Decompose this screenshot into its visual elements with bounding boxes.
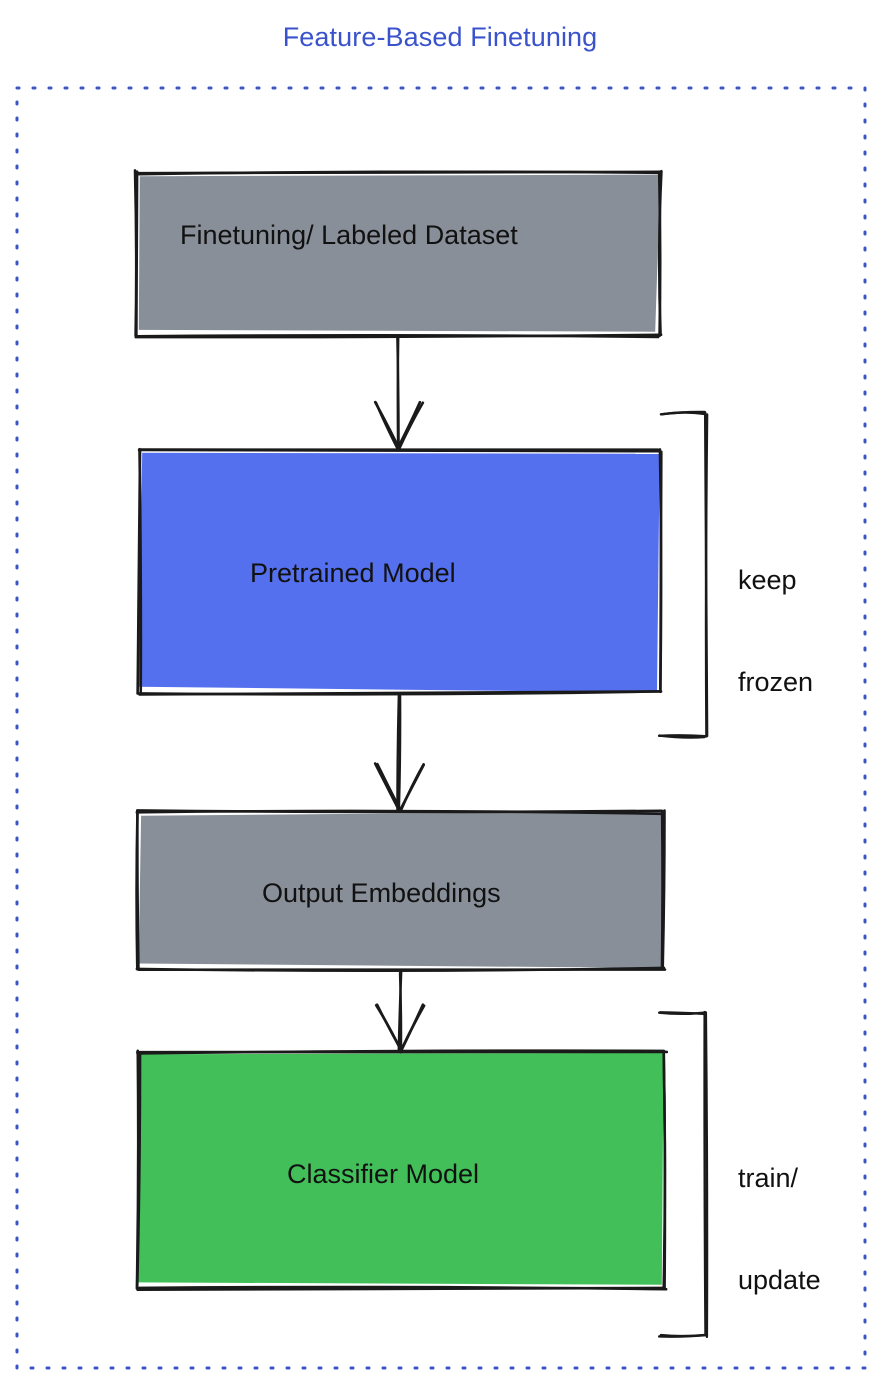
- arrow-dataset-to-pretrained-head-right: [396, 400, 422, 449]
- node-dataset[interactable]: [133, 169, 663, 339]
- node-edge-dataset: [135, 170, 139, 337]
- annotation-train-update-line1: train/: [738, 1163, 799, 1193]
- annotation-train-update-line2: update: [738, 1265, 821, 1295]
- node-edge-pretrained: [138, 690, 663, 696]
- node-edge-classifier: [137, 1285, 668, 1291]
- arrow-pretrained-to-embeddings: [373, 694, 425, 813]
- node-fill-classifier: [137, 1052, 664, 1285]
- arrow-pretrained-to-embeddings-head-right: [399, 763, 425, 813]
- dashed-frame: [15, 86, 867, 1370]
- arrow-dataset-to-pretrained: [373, 335, 425, 452]
- bracket-keep-frozen-arm-bottom: [657, 734, 707, 738]
- annotation-keep-frozen-line2: frozen: [738, 667, 814, 697]
- arrow-pretrained-to-embeddings-shaft: [397, 694, 402, 813]
- bracket-keep-frozen-arm-top: [659, 410, 706, 416]
- node-edge-classifier: [662, 1052, 667, 1289]
- node-edge-embeddings: [135, 966, 666, 973]
- arrow-pretrained-to-embeddings-shaft: [396, 694, 401, 813]
- arrow-pretrained-to-embeddings-head-left: [373, 762, 401, 812]
- bracket-keep-frozen-spine: [704, 413, 709, 738]
- node-edge-pretrained: [659, 450, 663, 694]
- bracket-keep-frozen: [657, 410, 709, 739]
- diagram-title: Feature-Based Finetuning: [282, 22, 598, 52]
- annotation-keep-frozen: keep frozen: [738, 495, 813, 767]
- bracket-train-update-arm-bottom: [659, 1333, 707, 1338]
- annotation-train-update: train/ update: [738, 1093, 821, 1365]
- arrow-pretrained-to-embeddings-head-left: [376, 762, 402, 812]
- node-pretrained[interactable]: [136, 447, 663, 696]
- node-edge-dataset: [137, 170, 663, 176]
- bracket-train-update: [657, 1010, 709, 1339]
- bracket-train-update-spine: [703, 1010, 707, 1336]
- annotation-keep-frozen-line1: keep: [738, 565, 797, 595]
- arrow-embeddings-to-classifier-shaft: [398, 971, 403, 1054]
- node-edge-embeddings: [661, 809, 666, 970]
- node-fill-dataset: [138, 174, 661, 332]
- node-edge-classifier: [135, 1051, 142, 1288]
- arrow-embeddings-to-classifier-head-left: [374, 1003, 403, 1053]
- bracket-train-update-arm-top: [659, 1011, 706, 1016]
- node-fill-pretrained: [138, 452, 660, 693]
- node-edge-dataset: [657, 170, 662, 338]
- node-edge-pretrained: [138, 447, 143, 693]
- node-fill-embeddings: [138, 811, 662, 968]
- arrow-embeddings-to-classifier: [374, 970, 426, 1054]
- arrow-dataset-to-pretrained-head-left: [374, 401, 400, 452]
- node-embeddings[interactable]: [135, 809, 667, 973]
- arrow-embeddings-to-classifier-head-right: [398, 1004, 426, 1054]
- node-edge-embeddings: [136, 811, 140, 971]
- arrow-dataset-to-pretrained-head-right: [397, 401, 425, 452]
- node-classifier[interactable]: [135, 1049, 669, 1292]
- bracket-train-update-spine: [704, 1011, 709, 1339]
